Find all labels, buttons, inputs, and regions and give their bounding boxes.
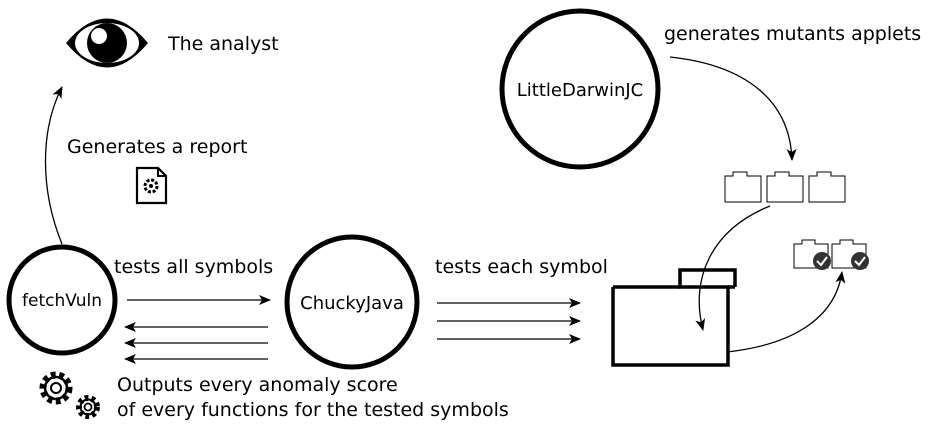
big-folder-icon	[611, 268, 737, 367]
node-fetchvuln: fetchVuln	[6, 244, 118, 356]
analyst-label: The analyst	[167, 33, 279, 55]
tests-all-label: tests all symbols	[114, 256, 273, 278]
arrow-fetchvuln-to-analyst	[44, 86, 63, 245]
tests-each-label: tests each symbol	[435, 256, 608, 278]
folder-icon	[808, 171, 846, 203]
node-littledarwinjc-label: LittleDarwinJC	[517, 80, 644, 101]
gears-icon	[39, 371, 100, 419]
node-chuckyjava: ChuckyJava	[284, 234, 420, 370]
node-littledarwinjc: LittleDarwinJC	[499, 8, 661, 170]
folder-icon	[766, 171, 804, 203]
node-chuckyjava-label: ChuckyJava	[300, 293, 404, 314]
outputs-label-line1: Outputs every anomaly score	[117, 374, 398, 396]
node-fetchvuln-label: fetchVuln	[22, 291, 102, 311]
mutants-label: generates mutants applets	[664, 23, 921, 45]
report-label: Generates a report	[67, 136, 247, 158]
arrow-folder-to-checked	[726, 271, 846, 353]
outputs-label-line2: of every functions for the tested symbol…	[117, 399, 509, 421]
folder-checked-icon	[793, 239, 831, 270]
arrow-applets-to-folder	[695, 205, 771, 331]
folder-checked-icon	[831, 239, 869, 270]
eye-icon	[66, 18, 148, 68]
report-document-gear-icon	[135, 166, 168, 205]
arrow-littledarwin-to-applets	[669, 56, 797, 161]
folder-icon	[724, 171, 762, 203]
